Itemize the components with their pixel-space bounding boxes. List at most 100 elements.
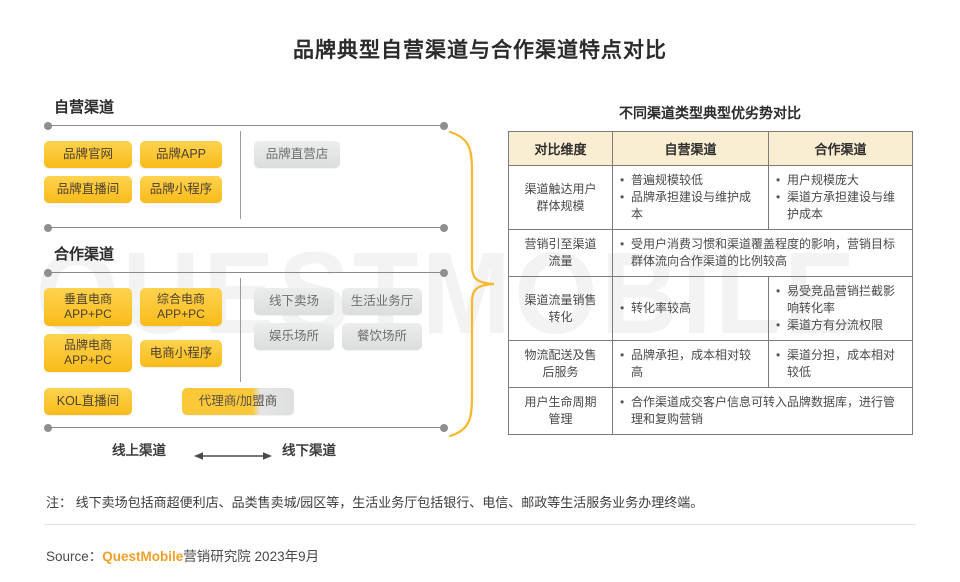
channel-map-panel: 自营渠道 品牌官网 品牌APP 品牌直播间 品牌小程序 (44, 96, 448, 460)
rule-line (50, 227, 442, 228)
row-partner: 渠道分担，成本相对较低 (768, 340, 913, 388)
chip-kol-livestream[interactable]: KOL直播间 (44, 388, 132, 415)
row-self-operated: 转化率较高 (612, 276, 769, 341)
chip-line-1: 品牌电商 (63, 338, 112, 352)
page-title: 品牌典型自营渠道与合作渠道特点对比 (293, 39, 667, 62)
table-header-self-operated: 自营渠道 (612, 131, 769, 166)
chip-line-1: 综合电商 (156, 292, 205, 306)
self-operated-bottom-rule (44, 223, 448, 233)
bullet-item: 渠道方承担建设与维护成本 (775, 189, 906, 223)
footer-divider (44, 524, 916, 525)
row-dimension: 渠道触达用户群体规模 (508, 165, 613, 230)
bullet-item: 易受竞品营销拦截影响转化率 (775, 283, 906, 317)
rule-dot-right (440, 224, 448, 232)
bullet-item: 用户规模庞大 (775, 172, 906, 189)
chip-comprehensive-ecommerce[interactable]: 综合电商 APP+PC (140, 288, 222, 326)
chip-row: 品牌官网 品牌APP (44, 141, 240, 168)
row-dimension: 营销引至渠道流量 (508, 229, 613, 277)
bullet-item: 合作渠道成交客户信息可转入品牌数据库，进行管理和复购营销 (619, 394, 906, 428)
self-operated-grid: 品牌官网 品牌APP 品牌直播间 品牌小程序 品牌直营店 (44, 131, 448, 219)
partner-bottom-row: KOL直播间 代理商/加盟商 (44, 382, 448, 415)
partner-heading: 合作渠道 (54, 246, 115, 263)
row-merged-content: 受用户消费习惯和渠道覆盖程度的影响，营销目标群体流向合作渠道的比例较高 (612, 229, 913, 277)
chip-row: 线下卖场 生活业务厅 (254, 288, 422, 315)
chip-ecommerce-miniprogram[interactable]: 电商小程序 (140, 339, 222, 367)
chip-line-1: 垂直电商 (63, 292, 112, 306)
chip-row: 品牌直播间 品牌小程序 (44, 176, 240, 203)
online-offline-axis: 线上渠道 线下渠道 (44, 435, 448, 463)
partner-top-rule (44, 268, 448, 278)
rule-dot-right (440, 424, 448, 432)
chip-row: 品牌电商 APP+PC 电商小程序 (44, 334, 240, 372)
chip-line-2: APP+PC (64, 307, 112, 321)
bullet-item: 普遍规模较低 (619, 172, 762, 189)
source-line: Source：QuestMobile营销研究院 2023年9月 (46, 545, 319, 565)
chip-row: 品牌直营店 (254, 141, 340, 168)
chip-line-2: APP+PC (64, 353, 112, 367)
source-rest: 营销研究院 2023年9月 (183, 549, 320, 564)
chip-life-service-hall[interactable]: 生活业务厅 (342, 288, 422, 315)
table-header-dimension: 对比维度 (508, 131, 613, 166)
row-dimension: 用户生命周期管理 (508, 387, 613, 435)
partner-online-group: 垂直电商 APP+PC 综合电商 APP+PC 品牌电商 APP+P (44, 278, 240, 378)
axis-label-online: 线上渠道 (112, 443, 166, 458)
rule-line (50, 125, 442, 126)
chip-row: 垂直电商 APP+PC 综合电商 APP+PC (44, 288, 240, 326)
chip-brand-livestream[interactable]: 品牌直播间 (44, 176, 132, 203)
chip-brand-ecommerce[interactable]: 品牌电商 APP+PC (44, 334, 132, 372)
chip-offline-store[interactable]: 线下卖场 (254, 288, 334, 315)
table-title: 不同渠道类型典型优劣势对比 (619, 105, 801, 121)
table-header-row: 对比维度 自营渠道 合作渠道 (508, 131, 913, 166)
chip-line-2: APP+PC (157, 307, 205, 321)
self-operated-heading: 自营渠道 (54, 99, 115, 116)
online-offline-divider (240, 131, 241, 219)
self-operated-top-rule (44, 121, 448, 131)
rule-dot-left (44, 424, 52, 432)
chip-brand-miniprogram[interactable]: 品牌小程序 (140, 176, 222, 203)
chip-entertainment-venue[interactable]: 娱乐场所 (254, 323, 334, 350)
comparison-table-panel: 不同渠道类型典型优劣势对比 对比维度 自营渠道 合作渠道 渠道触达用户群体规模 … (508, 103, 913, 435)
bullet-item: 品牌承担，成本相对较高 (619, 347, 762, 381)
row-self-operated: 品牌承担，成本相对较高 (612, 340, 769, 388)
chip-brand-direct-store[interactable]: 品牌直营店 (254, 141, 340, 168)
partner-grid: 垂直电商 APP+PC 综合电商 APP+PC 品牌电商 APP+P (44, 278, 448, 382)
row-self-operated: 普遍规模较低 品牌承担建设与维护成本 (612, 165, 769, 230)
bullet-item: 转化率较高 (619, 300, 762, 317)
rule-dot-left (44, 224, 52, 232)
rule-line (50, 427, 442, 428)
source-label: Source： (46, 549, 103, 564)
bullet-item: 渠道方有分流权限 (775, 317, 906, 334)
bullet-item: 品牌承担建设与维护成本 (619, 189, 762, 223)
chip-dining-venue[interactable]: 餐饮场所 (342, 323, 422, 350)
chip-agent-franchisee[interactable]: 代理商/加盟商 (182, 388, 294, 415)
row-partner: 用户规模庞大 渠道方承担建设与维护成本 (768, 165, 913, 230)
curly-brace-icon (444, 128, 504, 440)
rule-dot-right (440, 269, 448, 277)
bullet-item: 受用户消费习惯和渠道覆盖程度的影响，营销目标群体流向合作渠道的比例较高 (619, 236, 906, 270)
rule-dot-left (44, 122, 52, 130)
row-partner: 易受竞品营销拦截影响转化率 渠道方有分流权限 (768, 276, 913, 341)
source-brand: QuestMobile (102, 549, 184, 564)
chip-row: 娱乐场所 餐饮场所 (254, 323, 422, 350)
double-arrow-icon (194, 448, 272, 460)
row-dimension: 物流配送及售后服务 (508, 340, 613, 388)
rule-line (50, 272, 442, 273)
chip-vertical-ecommerce[interactable]: 垂直电商 APP+PC (44, 288, 132, 326)
chip-brand-app[interactable]: 品牌APP (140, 141, 222, 168)
axis-label-offline: 线下渠道 (282, 443, 336, 458)
footnote: 注： 线下卖场包括商超便利店、品类售卖城/园区等，生活业务厅包括银行、电信、邮政… (46, 495, 704, 510)
self-operated-online-group: 品牌官网 品牌APP 品牌直播间 品牌小程序 (44, 131, 240, 209)
table-header-partner: 合作渠道 (768, 131, 913, 166)
chip-brand-website[interactable]: 品牌官网 (44, 141, 132, 168)
rule-dot-left (44, 269, 52, 277)
row-merged-content: 合作渠道成交客户信息可转入品牌数据库，进行管理和复购营销 (612, 387, 913, 435)
partner-bottom-rule (44, 423, 448, 433)
self-operated-offline-group: 品牌直营店 (240, 131, 340, 209)
